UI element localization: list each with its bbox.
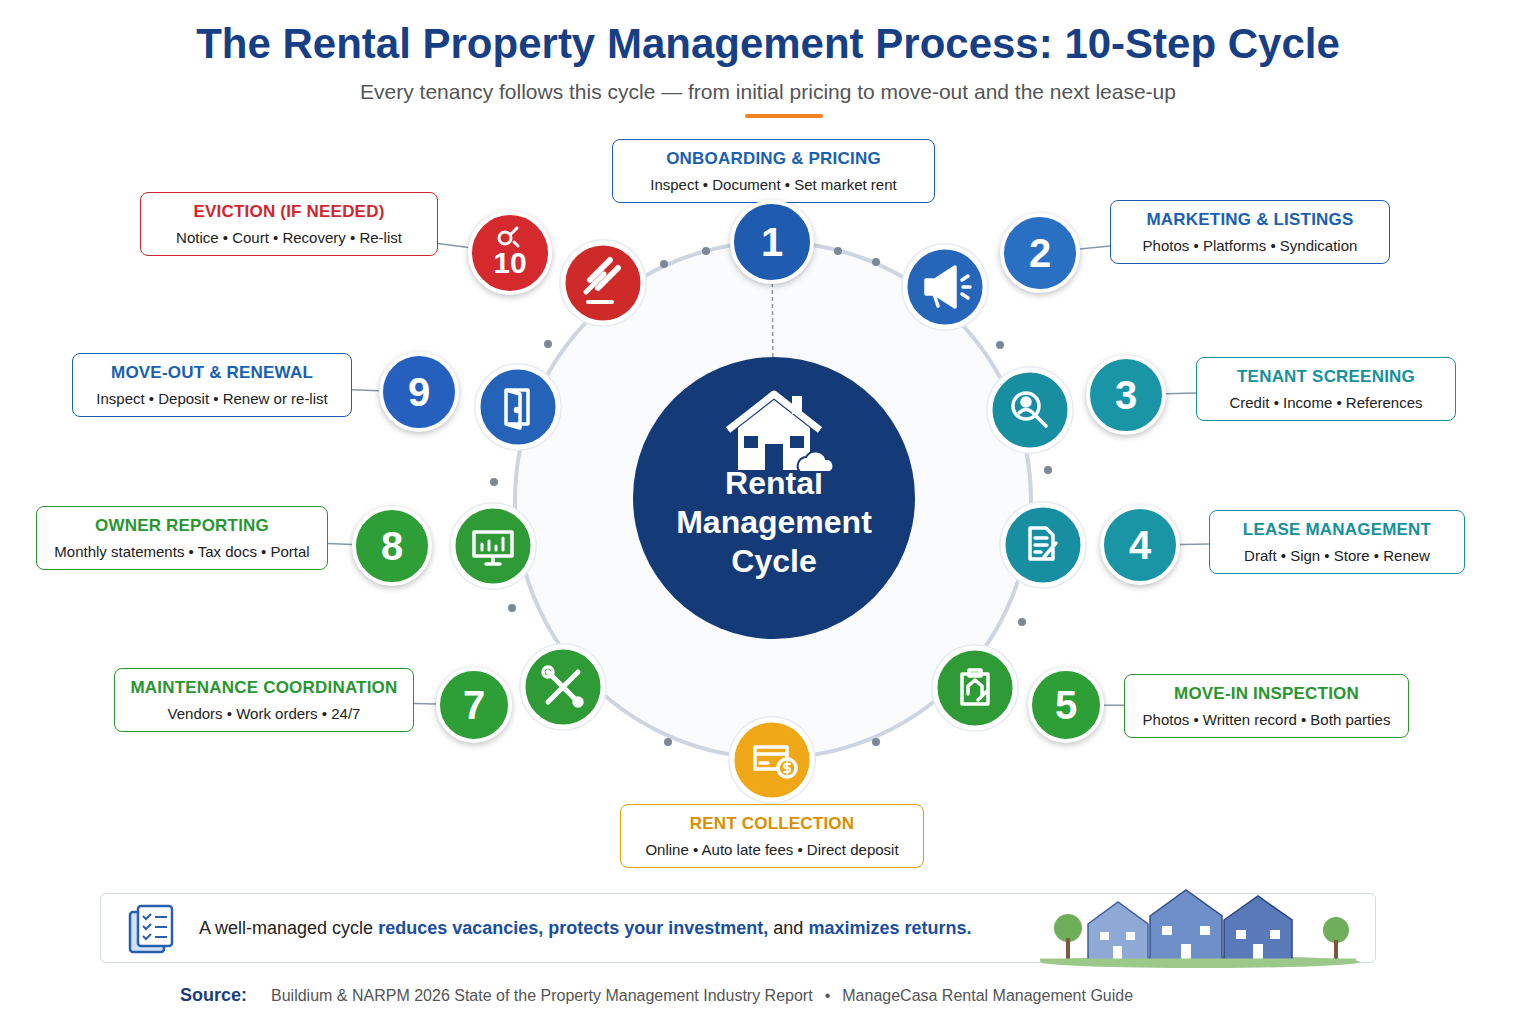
step-number: 5 bbox=[1028, 667, 1104, 743]
summary-text: A well-managed cycle bbox=[199, 918, 373, 939]
step-detail: Credit • Income • References bbox=[1211, 394, 1441, 411]
step-heading: MOVE-IN INSPECTION bbox=[1139, 684, 1394, 704]
step-detail: Inspect • Document • Set market rent bbox=[627, 176, 920, 193]
step-detail: Photos • Platforms • Syndication bbox=[1125, 237, 1375, 254]
leader-line bbox=[1104, 704, 1124, 706]
step-detail: Inspect • Deposit • Renew or re-list bbox=[87, 390, 337, 407]
source-text: ManageCasa Rental Management Guide bbox=[842, 987, 1133, 1004]
leader-line bbox=[414, 703, 436, 705]
step-heading: MARKETING & LISTINGS bbox=[1125, 210, 1375, 230]
step-number: 3 bbox=[1086, 355, 1166, 435]
step-heading: MAINTENANCE COORDINATION bbox=[129, 678, 399, 698]
summary-text: and bbox=[773, 918, 803, 939]
leader-line bbox=[1180, 543, 1209, 545]
step-box: LEASE MANAGEMENT Draft • Sign • Store • R… bbox=[1209, 510, 1465, 574]
step-box: RENT COLLECTION Online • Auto late fees •… bbox=[620, 804, 924, 868]
step-icons bbox=[474, 260, 1056, 777]
ring-dots bbox=[490, 247, 1052, 746]
leader-line bbox=[1080, 246, 1110, 249]
step-heading: LEASE MANAGEMENT bbox=[1224, 520, 1450, 540]
center-circle: Rental Management Cycle bbox=[633, 357, 915, 639]
step-number: 1 bbox=[730, 200, 814, 284]
step-number-text: 4 bbox=[1129, 523, 1151, 568]
step-detail: Photos • Written record • Both parties bbox=[1139, 711, 1394, 728]
step-detail: Monthly statements • Tax docs • Portal bbox=[51, 543, 313, 560]
leader-line bbox=[1166, 392, 1196, 394]
step-number-text: 10 bbox=[493, 246, 526, 280]
step-number-text: 7 bbox=[463, 683, 485, 728]
summary-text: maximizes returns. bbox=[808, 918, 971, 939]
source-text: Buildium & NARPM 2026 State of the Prope… bbox=[271, 987, 813, 1004]
leader-line bbox=[328, 543, 352, 545]
step-heading: RENT COLLECTION bbox=[635, 814, 909, 834]
step-number: 4 bbox=[1100, 505, 1180, 585]
summary-text: reduces vacancies, protects your investm… bbox=[378, 918, 768, 939]
step-heading: EVICTION (IF NEEDED) bbox=[155, 202, 423, 222]
step-heading: OWNER REPORTING bbox=[51, 516, 313, 536]
leader-line bbox=[438, 244, 468, 248]
subtitle: Every tenancy follows this cycle — from … bbox=[0, 80, 1536, 104]
step-number-text: 2 bbox=[1029, 231, 1051, 276]
step-number: 10 bbox=[468, 211, 552, 295]
step-box: OWNER REPORTING Monthly statements • Tax … bbox=[36, 506, 328, 570]
cycle-ring bbox=[515, 242, 1031, 758]
step-heading: ONBOARDING & PRICING bbox=[627, 149, 920, 169]
step-box: MOVE-OUT & RENEWAL Inspect • Deposit • Re… bbox=[72, 353, 352, 417]
step-box: ONBOARDING & PRICING Inspect • Document •… bbox=[612, 139, 935, 203]
step-detail: Draft • Sign • Store • Renew bbox=[1224, 547, 1450, 564]
step-number-text: 9 bbox=[408, 370, 430, 415]
step-detail: Notice • Court • Recovery • Re-list bbox=[155, 229, 423, 246]
step-heading: TENANT SCREENING bbox=[1211, 367, 1441, 387]
step-number: 2 bbox=[1000, 213, 1080, 293]
step-heading: MOVE-OUT & RENEWAL bbox=[87, 363, 337, 383]
step-number-text: 3 bbox=[1115, 373, 1137, 418]
step-number-text: 5 bbox=[1055, 683, 1077, 728]
step-number-text: 1 bbox=[761, 220, 783, 265]
step-number: 9 bbox=[379, 352, 459, 432]
icon-circles bbox=[449, 239, 1087, 804]
step-box: EVICTION (IF NEEDED) Notice • Court • Rec… bbox=[140, 192, 438, 256]
step-detail: Online • Auto late fees • Direct deposit bbox=[635, 841, 909, 858]
step-box: MARKETING & LISTINGS Photos • Platforms •… bbox=[1110, 200, 1390, 264]
source-text: • bbox=[825, 987, 831, 1004]
center-title: Rental Management Cycle bbox=[659, 464, 889, 581]
source-line: Source: Buildium & NARPM 2026 State of th… bbox=[180, 985, 1145, 1006]
leader-line bbox=[352, 389, 379, 391]
step-number: 7 bbox=[436, 667, 512, 743]
leader-line bbox=[772, 284, 774, 357]
step-box: MOVE-IN INSPECTION Photos • Written recor… bbox=[1124, 674, 1409, 738]
step-detail: Vendors • Work orders • 24/7 bbox=[129, 705, 399, 722]
step-box: MAINTENANCE COORDINATION Vendors • Work o… bbox=[114, 668, 414, 732]
step-box: TENANT SCREENING Credit • Income • Refere… bbox=[1196, 357, 1456, 421]
title: The Rental Property Management Process: … bbox=[0, 20, 1536, 68]
step-number: 8 bbox=[352, 506, 432, 586]
step-number-text: 8 bbox=[381, 524, 403, 569]
accent-bar bbox=[745, 114, 823, 118]
source-heading: Source: bbox=[180, 985, 247, 1005]
summary-box: A well-managed cyclereduces vacancies, p… bbox=[100, 893, 1376, 963]
